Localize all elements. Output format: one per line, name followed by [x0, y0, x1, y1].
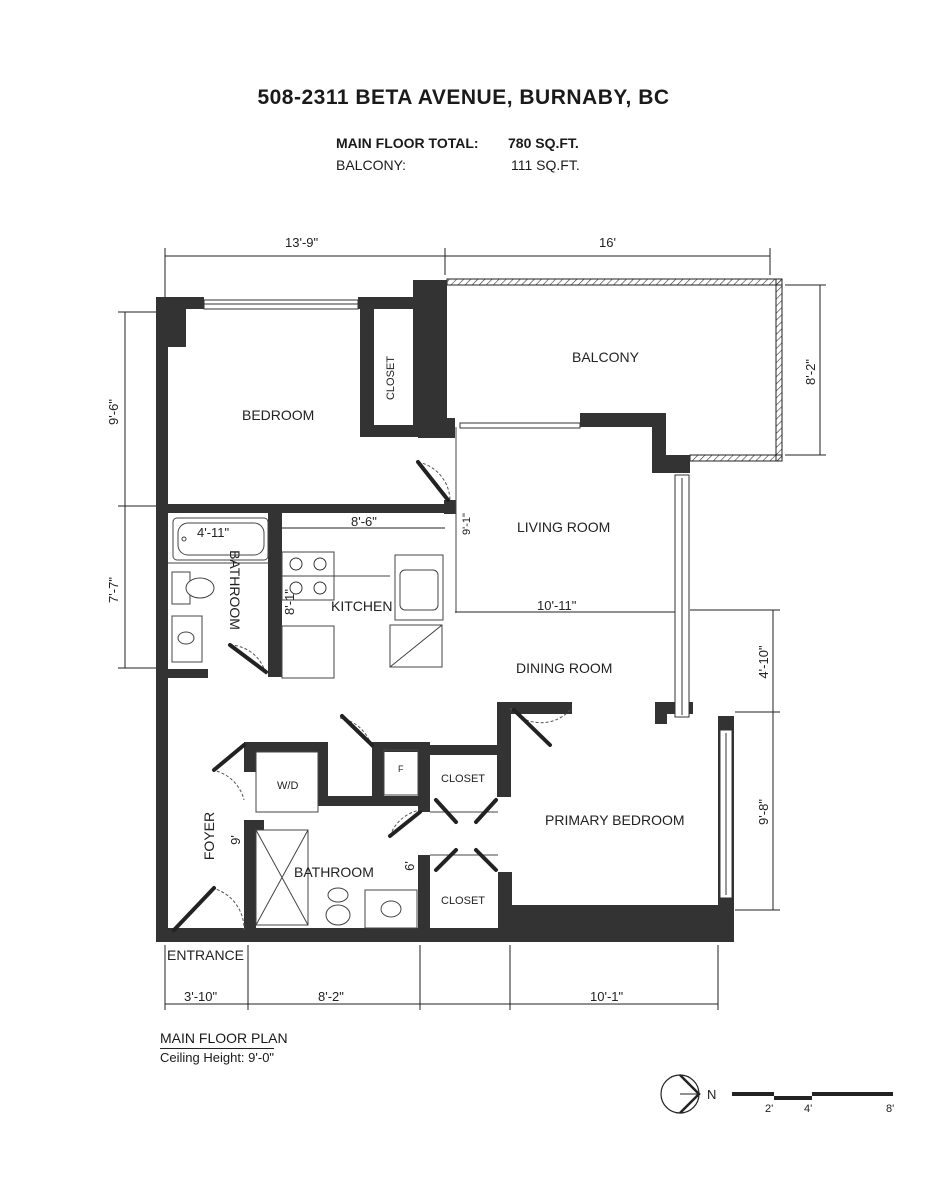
door-leaves [172, 460, 552, 932]
dimension-labels: 13'-9" 16' 9'-6" 7'-7" 8'-2" 8'-6" 4'-11… [106, 235, 818, 1004]
dim-left-lower: 7'-7" [106, 577, 121, 603]
scale-label-8: 8' [886, 1103, 894, 1115]
dim-balcony-height: 8'-2" [803, 359, 818, 385]
tub-drain [181, 536, 187, 542]
toilet-bottom-bowl [325, 904, 351, 926]
toilet-top-bowl [185, 577, 215, 599]
dim-right-lower: 9'-8" [756, 799, 771, 825]
scale-segment-1 [732, 1092, 774, 1096]
ceiling-height: Ceiling Height: 9'-0" [160, 1048, 275, 1065]
room-labels: BEDROOM CLOSET BALCONY LIVING ROOM KITCH… [167, 349, 685, 963]
balcony-value: 111 SQ.FT. [511, 157, 580, 173]
dim-bottom-mid: 8'-2" [318, 989, 344, 1004]
scale-label-4: 4' [804, 1103, 812, 1115]
dim-bottom-left: 3'-10" [184, 989, 218, 1004]
label-bathroom-bottom: BATHROOM [294, 864, 374, 880]
label-closet-top: CLOSET [385, 356, 397, 400]
dim-kitchen-width: 8'-6" [351, 514, 377, 529]
interior-lines [168, 427, 498, 929]
dim-top-right: 16' [599, 235, 616, 250]
dim-kitchen-depth: 8'-1" [282, 589, 297, 615]
label-entrance: ENTRANCE [167, 947, 244, 963]
main-floor-value: 780 SQ.FT. [508, 135, 579, 151]
sink-bottom [380, 900, 402, 918]
label-closet-mid: CLOSET [441, 773, 485, 785]
label-foyer: FOYER [201, 812, 217, 860]
dim-living-depth: 9'-1" [461, 513, 473, 535]
label-laundry: W/D [277, 780, 298, 792]
scale-segment-3 [812, 1092, 893, 1096]
dim-tub-width: 4'-11" [197, 525, 230, 540]
sink-top [177, 631, 195, 645]
scale-segment-2 [774, 1096, 812, 1100]
balcony-label: BALCONY: [336, 157, 407, 173]
label-kitchen: KITCHEN [331, 598, 392, 614]
dimension-lines [118, 248, 826, 1010]
toilet-bottom-tank [327, 887, 349, 903]
north-label: N [707, 1087, 716, 1102]
label-bathroom-top: BATHROOM [227, 550, 243, 630]
plan-title: MAIN FLOOR PLAN [160, 1030, 288, 1046]
label-bedroom: BEDROOM [242, 407, 314, 423]
main-floor-label: MAIN FLOOR TOTAL: [336, 135, 479, 151]
window-panes [204, 303, 727, 895]
cooktop [289, 557, 327, 595]
kitchen-sink [399, 569, 439, 611]
label-closet-low: CLOSET [441, 895, 485, 907]
fixtures [171, 517, 439, 926]
north-arrow: N [660, 1074, 716, 1114]
dim-left-upper: 9'-6" [106, 399, 121, 425]
dim-foyer-depth: 9' [228, 835, 243, 845]
scale-bar: 2' 4' 8' [732, 1092, 894, 1115]
label-fridge: F [398, 764, 404, 774]
label-dining-room: DINING ROOM [516, 660, 612, 676]
dim-top-left: 13'-9" [285, 235, 319, 250]
bathtub-basin [177, 522, 265, 556]
scale-label-2: 2' [765, 1103, 773, 1115]
dim-bottom-right: 10'-1" [590, 989, 624, 1004]
property-address: 508-2311 BETA AVENUE, BURNABY, BC [257, 86, 670, 109]
label-living-room: LIVING ROOM [517, 519, 610, 535]
dim-bath-depth: 6' [402, 861, 417, 871]
label-balcony: BALCONY [572, 349, 640, 365]
dim-right-upper: 4'-10" [756, 645, 771, 679]
dim-dining-width: 10'-11" [537, 598, 577, 613]
balcony-railing [446, 278, 783, 462]
label-primary-bedroom: PRIMARY BEDROOM [545, 812, 685, 828]
